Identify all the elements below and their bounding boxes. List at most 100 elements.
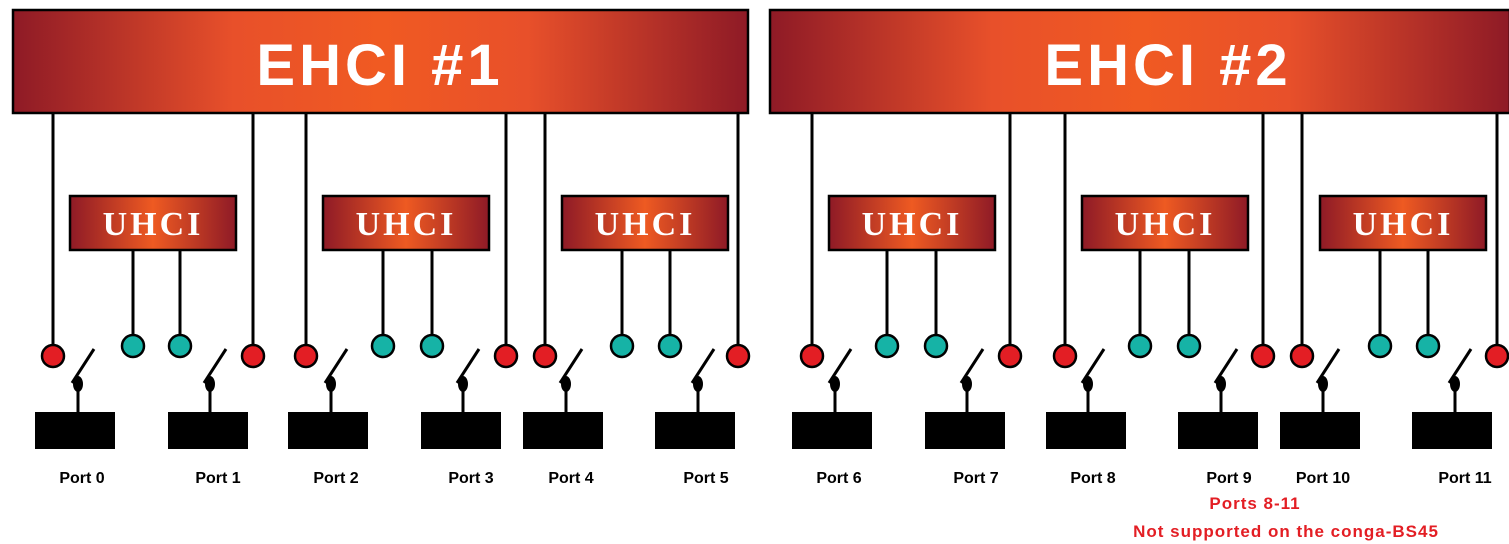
port-connector: [1046, 412, 1126, 449]
port-switch-8: [1046, 348, 1126, 449]
port-switch-11: [1412, 348, 1492, 449]
uhci-controller-4: UHCI: [827, 194, 997, 252]
port-connector: [421, 412, 501, 449]
port-switch-7: [925, 348, 1005, 449]
uhci-controller-1: UHCI: [68, 194, 238, 252]
uhci-port-dot: [923, 333, 949, 359]
ehci-port-dot: [293, 343, 319, 369]
ports-layer: [35, 113, 1509, 449]
ehci-port-dot: [1052, 343, 1078, 369]
port-label-9: Port 9: [1206, 470, 1251, 487]
uhci-label-2: UHCI: [356, 206, 457, 243]
uhci-controller-6: UHCI: [1318, 194, 1488, 252]
switch-pivot: [1318, 376, 1328, 392]
port-label-1: Port 1: [195, 470, 240, 487]
port-connector: [655, 412, 735, 449]
uhci-controller-3: UHCI: [560, 194, 730, 252]
port-label-4: Port 4: [548, 470, 593, 487]
port-label-6: Port 6: [816, 470, 861, 487]
ehci-controller-1: EHCI #1: [11, 8, 750, 115]
port-switch-9: [1178, 348, 1258, 449]
uhci-controller-2: UHCI: [321, 194, 491, 252]
switch-pivot: [205, 376, 215, 392]
port-connector: [1178, 412, 1258, 449]
port-label-5: Port 5: [683, 470, 728, 487]
port-labels: Port 0 Port 1 Port 2 Port 3 Port 4 Port …: [59, 470, 1491, 487]
switch-pivot: [830, 376, 840, 392]
note-line-1: Ports 8-11: [1209, 494, 1300, 513]
port-label-11: Port 11: [1438, 470, 1491, 487]
switch-pivot: [1083, 376, 1093, 392]
port-pair-1: [293, 113, 519, 369]
ehci-port-dot: [725, 343, 751, 369]
ehci-port-dot: [532, 343, 558, 369]
uhci-port-dot: [1176, 333, 1202, 359]
port-label-7: Port 7: [953, 470, 998, 487]
port-switch-0: [35, 348, 115, 449]
ehci-port-dot: [493, 343, 519, 369]
port-label-0: Port 0: [59, 470, 104, 487]
switch-pivot: [693, 376, 703, 392]
uhci-label-6: UHCI: [1353, 206, 1454, 243]
port-switch-3: [421, 348, 501, 449]
port-switch-2: [288, 348, 368, 449]
port-label-10: Port 10: [1296, 470, 1350, 487]
uhci-port-dot: [120, 333, 146, 359]
uhci-port-dot: [370, 333, 396, 359]
uhci-port-dot: [167, 333, 193, 359]
uhci-port-dot: [1127, 333, 1153, 359]
uhci-label-3: UHCI: [595, 206, 696, 243]
port-label-3: Port 3: [448, 470, 493, 487]
port-connector: [523, 412, 603, 449]
port-switch-4: [523, 348, 603, 449]
port-switch-10: [1280, 348, 1360, 449]
port-switch-1: [168, 348, 248, 449]
port-label-8: Port 8: [1070, 470, 1115, 487]
ehci-port-dot: [1250, 343, 1276, 369]
port-connector: [925, 412, 1005, 449]
port-pair-3: [799, 113, 1023, 369]
ehci-port-dot: [240, 343, 266, 369]
uhci-label-5: UHCI: [1115, 206, 1216, 243]
port-pair-0: [40, 113, 266, 369]
port-connector: [792, 412, 872, 449]
switch-pivot: [561, 376, 571, 392]
unsupported-note: Ports 8-11 Not supported on the conga-BS…: [1133, 494, 1439, 541]
uhci-controller-5: UHCI: [1080, 194, 1250, 252]
switch-pivot: [326, 376, 336, 392]
uhci-port-dot: [419, 333, 445, 359]
ehci-port-dot: [40, 343, 66, 369]
switch-pivot: [1216, 376, 1226, 392]
ehci-label-1: EHCI #1: [256, 33, 503, 98]
port-pair-5: [1289, 113, 1509, 369]
ehci-port-dot: [1289, 343, 1315, 369]
port-pair-2: [532, 113, 751, 369]
port-connector: [288, 412, 368, 449]
ehci-controller-2: EHCI #2: [768, 8, 1509, 115]
ehci-port-dot: [997, 343, 1023, 369]
port-switch-6: [792, 348, 872, 449]
port-pair-4: [1052, 113, 1276, 369]
uhci-port-dot: [1367, 333, 1393, 359]
switch-pivot: [458, 376, 468, 392]
switch-pivot: [1450, 376, 1460, 392]
port-connector: [1412, 412, 1492, 449]
port-switch-5: [655, 348, 735, 449]
ehci-port-dot: [799, 343, 825, 369]
switch-pivot: [73, 376, 83, 392]
port-label-2: Port 2: [313, 470, 358, 487]
uhci-port-dot: [657, 333, 683, 359]
port-connector: [168, 412, 248, 449]
ehci-port-dot: [1484, 343, 1509, 369]
switch-pivot: [962, 376, 972, 392]
port-connector: [35, 412, 115, 449]
note-line-2: Not supported on the conga-BS45: [1133, 522, 1439, 541]
port-connector: [1280, 412, 1360, 449]
uhci-port-dot: [874, 333, 900, 359]
uhci-label-4: UHCI: [862, 206, 963, 243]
uhci-port-dot: [1415, 333, 1441, 359]
uhci-label-1: UHCI: [103, 206, 204, 243]
uhci-port-dot: [609, 333, 635, 359]
ehci-label-2: EHCI #2: [1044, 33, 1291, 98]
